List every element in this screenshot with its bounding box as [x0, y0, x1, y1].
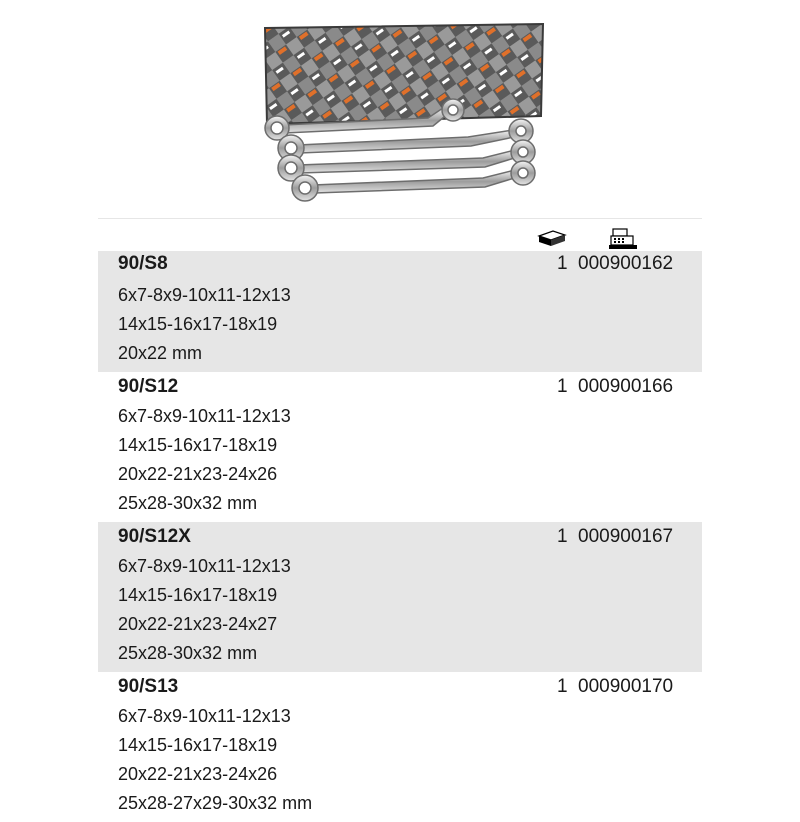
size-line: 14x15-16x17-18x19 — [118, 585, 278, 605]
product-name: 90/S12X — [118, 526, 191, 547]
product-code: 000900170 — [578, 676, 674, 697]
product-table: 90/S8 1 000900162 6x7-8x9-10x11-12x13 14… — [98, 251, 702, 822]
size-line: 20x22 mm — [118, 343, 203, 363]
size-line: 6x7-8x9-10x11-12x13 — [118, 406, 291, 426]
product-sizes: 6x7-8x9-10x11-12x13 14x15-16x17-18x19 20… — [98, 254, 702, 368]
size-line: 14x15-16x17-18x19 — [118, 735, 278, 755]
size-line: 25x28-30x32 mm — [118, 643, 258, 663]
product-quantity: 1 — [557, 376, 568, 397]
size-line: 6x7-8x9-10x11-12x13 — [118, 285, 291, 305]
size-line: 6x7-8x9-10x11-12x13 — [118, 556, 291, 576]
product-name: 90/S12 — [118, 376, 179, 397]
size-line: 25x28-30x32 mm — [118, 493, 258, 513]
product-code: 000900162 — [578, 253, 674, 274]
size-line: 25x28-27x29-30x32 mm — [118, 793, 313, 813]
product-name: 90/S8 — [118, 253, 168, 274]
product-row: 90/S12X 1 000900167 6x7-8x9-10x11-12x13 … — [98, 522, 702, 672]
size-line: 20x22-21x23-24x26 — [118, 764, 278, 784]
product-quantity: 1 — [557, 253, 568, 274]
product-quantity: 1 — [557, 676, 568, 697]
size-line: 20x22-21x23-24x27 — [118, 614, 278, 634]
size-line: 14x15-16x17-18x19 — [118, 435, 278, 455]
product-image — [263, 22, 545, 202]
product-code: 000900167 — [578, 526, 674, 547]
product-name: 90/S13 — [118, 676, 179, 697]
product-row: 90/S12 1 000900166 6x7-8x9-10x11-12x13 1… — [98, 372, 702, 522]
product-row: 90/S8 1 000900162 6x7-8x9-10x11-12x13 14… — [98, 251, 702, 372]
size-line: 6x7-8x9-10x11-12x13 — [118, 706, 291, 726]
set-box-icon — [537, 230, 567, 246]
product-sizes: 6x7-8x9-10x11-12x13 14x15-16x17-18x19 20… — [98, 525, 702, 668]
size-line: 20x22-21x23-24x26 — [118, 464, 278, 484]
header-divider — [98, 218, 702, 219]
size-line: 14x15-16x17-18x19 — [118, 314, 278, 334]
product-sizes: 6x7-8x9-10x11-12x13 14x15-16x17-18x19 20… — [98, 375, 702, 518]
product-code: 000900166 — [578, 376, 674, 397]
cash-register-icon — [609, 228, 637, 249]
product-quantity: 1 — [557, 526, 568, 547]
